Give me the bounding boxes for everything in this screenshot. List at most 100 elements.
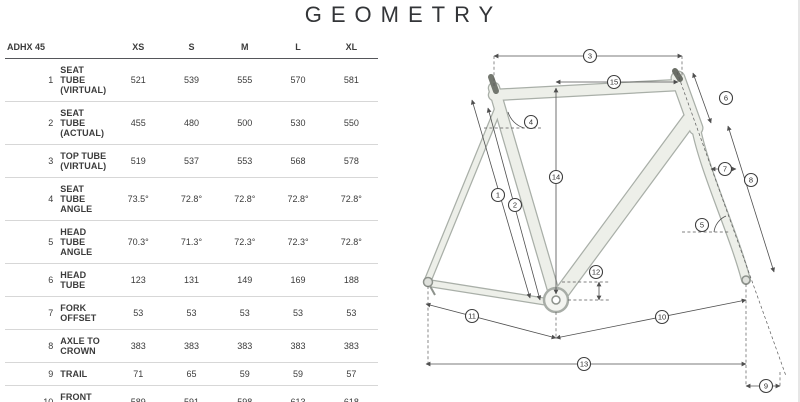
value-cell: 519: [111, 144, 165, 178]
row-number: 2: [5, 101, 59, 145]
callout-8: 8: [743, 172, 759, 188]
callout-14: 14: [548, 169, 564, 185]
svg-text:10: 10: [658, 313, 666, 322]
value-cell: 578: [324, 144, 378, 178]
front-dropout: [741, 275, 751, 285]
value-cell: 65: [164, 362, 219, 386]
row-number: 8: [5, 329, 59, 363]
value-cell: 383: [164, 329, 219, 363]
column-header-xs: XS: [111, 38, 165, 59]
column-header-xl: XL: [324, 38, 378, 59]
value-cell: 618: [324, 385, 378, 402]
column-header-s: S: [164, 38, 219, 59]
row-label: TRAIL: [58, 362, 112, 386]
callout-4: 4: [523, 114, 539, 130]
value-cell: 383: [111, 329, 165, 363]
value-cell: 530: [271, 101, 325, 145]
value-cell: 169: [271, 263, 325, 297]
value-cell: 188: [324, 263, 378, 297]
row-label: SEAT TUBE (VIRTUAL): [58, 58, 112, 102]
value-cell: 59: [218, 362, 272, 386]
value-cell: 53: [324, 296, 378, 330]
row-number: 7: [5, 296, 59, 330]
value-cell: 591: [164, 385, 219, 402]
value-cell: 53: [111, 296, 165, 330]
value-cell: 455: [111, 101, 165, 145]
value-cell: 500: [218, 101, 272, 145]
row-number: 4: [5, 177, 59, 221]
value-cell: 149: [218, 263, 272, 297]
callout-9: 9: [758, 378, 774, 394]
value-cell: 72.8°: [324, 177, 378, 221]
rear-dropout: [422, 276, 434, 288]
svg-text:1: 1: [496, 191, 500, 200]
value-cell: 53: [164, 296, 219, 330]
table-row: 5 HEAD TUBE ANGLE 70.3°71.3°72.3°72.3°72…: [5, 220, 378, 264]
svg-text:2: 2: [513, 201, 517, 210]
callout-6: 6: [718, 90, 734, 106]
callout-10: 10: [654, 309, 670, 325]
value-cell: 550: [324, 101, 378, 145]
row-label: SEAT TUBE ANGLE: [58, 177, 112, 221]
value-cell: 383: [218, 329, 272, 363]
value-cell: 383: [271, 329, 325, 363]
callout-2: 2: [507, 197, 523, 213]
row-label: HEAD TUBE: [58, 263, 112, 297]
svg-text:7: 7: [723, 165, 727, 174]
derailleur-hanger: [429, 285, 436, 296]
value-cell: 581: [324, 58, 378, 102]
bike-frame-art: [422, 68, 751, 314]
svg-text:12: 12: [592, 268, 600, 277]
page-title: GEOMETRY: [304, 2, 503, 27]
value-cell: 570: [271, 58, 325, 102]
row-label: AXLE TO CROWN: [58, 329, 112, 363]
value-cell: 53: [271, 296, 325, 330]
row-number: 5: [5, 220, 59, 264]
value-cell: 72.8°: [271, 177, 325, 221]
value-cell: 72.8°: [324, 220, 378, 264]
value-cell: 131: [164, 263, 219, 297]
column-header-m: M: [218, 38, 272, 59]
value-cell: 72.3°: [218, 220, 272, 264]
column-header-l: L: [271, 38, 325, 59]
value-cell: 613: [271, 385, 325, 402]
row-label: FORK OFFSET: [58, 296, 112, 330]
callout-15: 15: [606, 74, 622, 90]
row-label: SEAT TUBE (ACTUAL): [58, 101, 112, 145]
svg-text:5: 5: [700, 221, 704, 230]
svg-text:3: 3: [588, 52, 592, 61]
value-cell: 71: [111, 362, 165, 386]
row-label: HEAD TUBE ANGLE: [58, 220, 112, 264]
svg-text:4: 4: [529, 118, 533, 127]
value-cell: 480: [164, 101, 219, 145]
value-cell: 383: [324, 329, 378, 363]
value-cell: 71.3°: [164, 220, 219, 264]
value-cell: 72.8°: [164, 177, 219, 221]
table-row: 4 SEAT TUBE ANGLE 73.5°72.8°72.8°72.8°72…: [5, 177, 378, 221]
svg-text:14: 14: [552, 173, 560, 182]
value-cell: 57: [324, 362, 378, 386]
svg-text:13: 13: [580, 360, 588, 369]
value-cell: 72.8°: [218, 177, 272, 221]
svg-text:6: 6: [724, 94, 728, 103]
value-cell: 555: [218, 58, 272, 102]
value-cell: 123: [111, 263, 165, 297]
callout-12: 12: [588, 264, 604, 280]
svg-text:15: 15: [610, 78, 618, 87]
callout-13: 13: [576, 356, 592, 372]
callout-1: 1: [490, 187, 506, 203]
row-label: FRONT CENTER: [58, 385, 112, 402]
row-label: TOP TUBE (VIRTUAL): [58, 144, 112, 178]
row-number: 9: [5, 362, 59, 386]
